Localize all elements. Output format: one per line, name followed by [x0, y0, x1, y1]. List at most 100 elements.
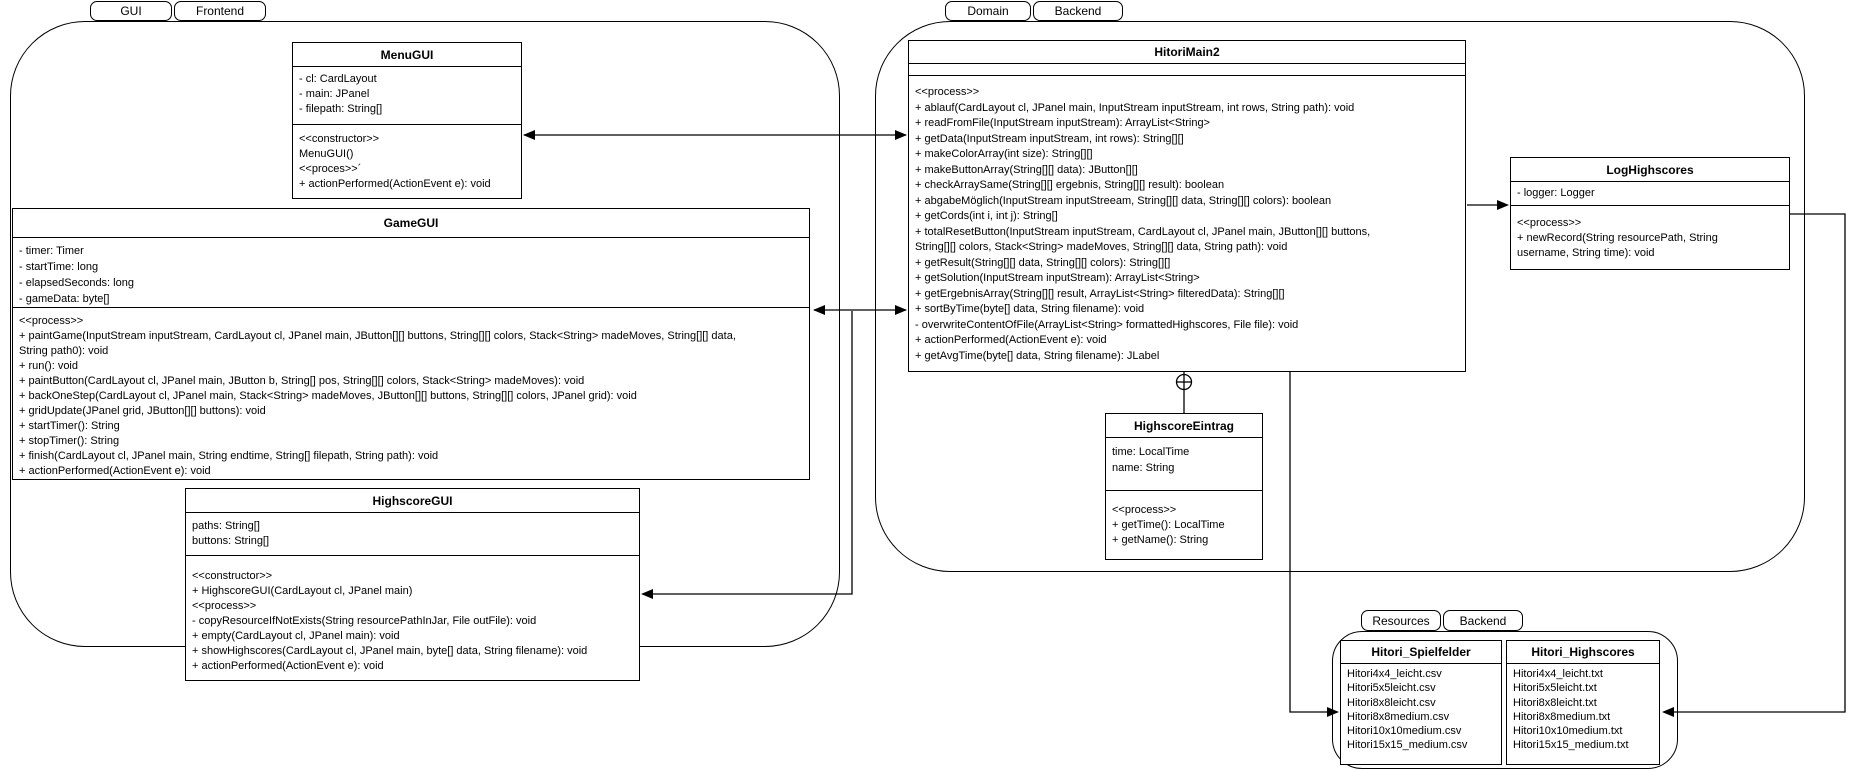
member-line: + totalResetButton(InputStream inputStre…: [915, 225, 1371, 238]
member-line: + backOneStep(CardLayout cl, JPanel main…: [19, 390, 637, 402]
arrowhead-right-icon: [895, 130, 907, 140]
member-line: + makeColorArray(int size): String[][]: [915, 148, 1093, 160]
member-line: - startTime: long: [19, 261, 99, 273]
class-highscoregui[interactable]: HighscoreGUI paths: String[] buttons: Str…: [185, 488, 640, 681]
member-line: <<process>>: [19, 315, 84, 327]
member-line: + gridUpdate(JPanel grid, JButton[][] bu…: [19, 405, 266, 417]
tab-label: Frontend: [195, 4, 245, 18]
member-line: Hitori5x5leicht.txt: [1513, 682, 1597, 695]
member-line: + paintGame(InputStream inputStream, Car…: [19, 330, 736, 342]
tab-label: Resources: [1372, 613, 1430, 628]
tab-label: Backend: [1459, 613, 1507, 628]
package-tab-frontend[interactable]: Frontend: [174, 1, 266, 21]
class-title: Hitori_Spielfelder: [1341, 641, 1501, 664]
class-menugui[interactable]: MenuGUI - cl: CardLayout- main: JPanel- …: [292, 42, 522, 199]
member-line: + ablauf(CardLayout cl, JPanel main, Inp…: [915, 101, 1355, 114]
class-title: HighscoreGUI: [186, 489, 639, 513]
member-line: <<process>>: [1517, 217, 1582, 229]
class-gamegui[interactable]: GameGUI - timer: Timer- startTime: long-…: [12, 208, 810, 480]
member-line: Hitori8x8leicht.txt: [1513, 696, 1597, 709]
member-line: String path0): void: [19, 345, 109, 357]
package-tab-backend[interactable]: Backend: [1033, 1, 1123, 21]
class-title: HighscoreEintrag: [1106, 414, 1262, 438]
class-hitorimain2[interactable]: HitoriMain2 <<process>> + ablauf(CardLayo…: [908, 40, 1466, 372]
arrowhead-left-icon: [523, 130, 535, 140]
methods-compartment: <<process>> + getTime(): LocalTime + getNa…: [1106, 491, 1262, 548]
attributes-compartment: - cl: CardLayout- main: JPanel- filepath…: [293, 67, 521, 125]
member-line: MenuGUI(): [299, 148, 354, 160]
member-line: + getAvgTime(byte[] data, String filenam…: [915, 349, 1160, 362]
methods-compartment: <<constructor>>MenuGUI()<<proces>>´+ act…: [293, 125, 521, 192]
member-line: + HighscoreGUI(CardLayout cl, JPanel mai…: [192, 585, 413, 597]
member-line: paths: String[]: [192, 520, 260, 532]
member-line: String[][] colors, Stack<String> madeMov…: [915, 241, 1288, 253]
tab-label: GUI: [120, 4, 142, 18]
member-line: <<proces>>´: [299, 163, 362, 175]
attributes-compartment: paths: String[] buttons: String[]: [186, 513, 639, 556]
member-line: + getName(): String: [1112, 534, 1209, 546]
member-line: + empty(CardLayout cl, JPanel main): voi…: [192, 630, 400, 642]
connector-loghighscores-highscores: [1668, 213, 1846, 713]
member-line: + finish(CardLayout cl, JPanel main, Str…: [19, 450, 439, 462]
tab-label: Backend: [1054, 4, 1102, 18]
class-highscoreeintrag[interactable]: HighscoreEintrag time: LocalTime name: St…: [1105, 413, 1263, 560]
member-line: + makeButtonArray(String[][] data): JBut…: [915, 163, 1138, 176]
arrowhead-right-icon: [1327, 707, 1339, 717]
member-line: <<process>>: [1112, 504, 1177, 516]
member-line: - gameData: byte[]: [19, 293, 110, 305]
member-line: + actionPerformed(ActionEvent e): void: [192, 660, 384, 672]
member-line: - elapsedSeconds: long: [19, 277, 134, 289]
member-line: - filepath: String[]: [299, 103, 383, 115]
package-tab-resources[interactable]: Resources: [1361, 610, 1441, 631]
member-line: + run(): void: [19, 360, 78, 372]
connector-highscoregui-hitorimain2: [646, 311, 853, 595]
member-line: + paintButton(CardLayout cl, JPanel main…: [19, 375, 585, 387]
attributes-compartment: - timer: Timer- startTime: long- elapsed…: [13, 238, 809, 308]
member-line: Hitori15x15_medium.txt: [1513, 739, 1629, 752]
class-title: HitoriMain2: [909, 41, 1465, 64]
class-title: MenuGUI: [293, 43, 521, 67]
member-line: - main: JPanel: [299, 88, 370, 100]
member-line: Hitori15x15_medium.csv: [1347, 739, 1468, 752]
member-line: + getTime(): LocalTime: [1112, 519, 1225, 531]
package-tab-domain[interactable]: Domain: [945, 1, 1031, 21]
class-loghighscores[interactable]: LogHighscores - logger: Logger <<process…: [1510, 157, 1790, 270]
package-tab-resources-backend[interactable]: Backend: [1443, 610, 1523, 631]
member-line: Hitori4x4_leicht.txt: [1513, 668, 1603, 680]
attributes-compartment: - logger: Logger: [1511, 182, 1789, 206]
member-line: buttons: String[]: [192, 535, 270, 547]
member-line: time: LocalTime: [1112, 446, 1190, 458]
member-line: + startTimer(): String: [19, 420, 120, 432]
member-line: + newRecord(String resourcePath, String: [1517, 232, 1718, 244]
member-line: <<constructor>>: [192, 570, 273, 582]
class-title: LogHighscores: [1511, 158, 1789, 182]
member-line: name: String: [1112, 461, 1175, 474]
member-line: + showHighscores(CardLayout cl, JPanel m…: [192, 645, 588, 657]
package-tab-gui[interactable]: GUI: [90, 1, 172, 21]
arrowhead-left-icon: [813, 305, 825, 315]
arrowhead-right-icon: [1497, 200, 1509, 210]
containment-circle-plus-icon: [1175, 373, 1193, 391]
member-line: + abgabeMöglich(InputStream inputStreeam…: [915, 194, 1332, 207]
attributes-compartment: time: LocalTime name: String: [1106, 438, 1262, 491]
methods-compartment: <<process>> + newRecord(String resourcePa…: [1511, 206, 1789, 261]
member-line: <<constructor>>: [299, 133, 380, 145]
member-line: + getResult(String[][] data, String[][] …: [915, 256, 1171, 269]
methods-compartment: <<process>> + ablauf(CardLayout cl, JPane…: [909, 76, 1465, 364]
member-line: + stopTimer(): String: [19, 435, 120, 447]
member-line: <<process>>: [915, 86, 980, 98]
member-line: Hitori8x8medium.csv: [1347, 710, 1450, 723]
member-line: - overwriteContentOfFile(ArrayList<Strin…: [915, 318, 1299, 331]
member-line: <<process>>: [192, 600, 257, 612]
arrowhead-right-icon: [895, 305, 907, 315]
member-line: - logger: Logger: [1517, 187, 1595, 199]
member-line: + actionPerformed(ActionEvent e): void: [915, 334, 1107, 346]
methods-compartment: <<process>> + paintGame(InputStream input…: [13, 308, 809, 479]
member-line: + getCords(int i, int j): String[]: [915, 210, 1058, 222]
member-line: + sortByTime(byte[] data, String filenam…: [915, 303, 1145, 315]
member-line: + getErgebnisArray(String[][] result, Ar…: [915, 287, 1285, 300]
